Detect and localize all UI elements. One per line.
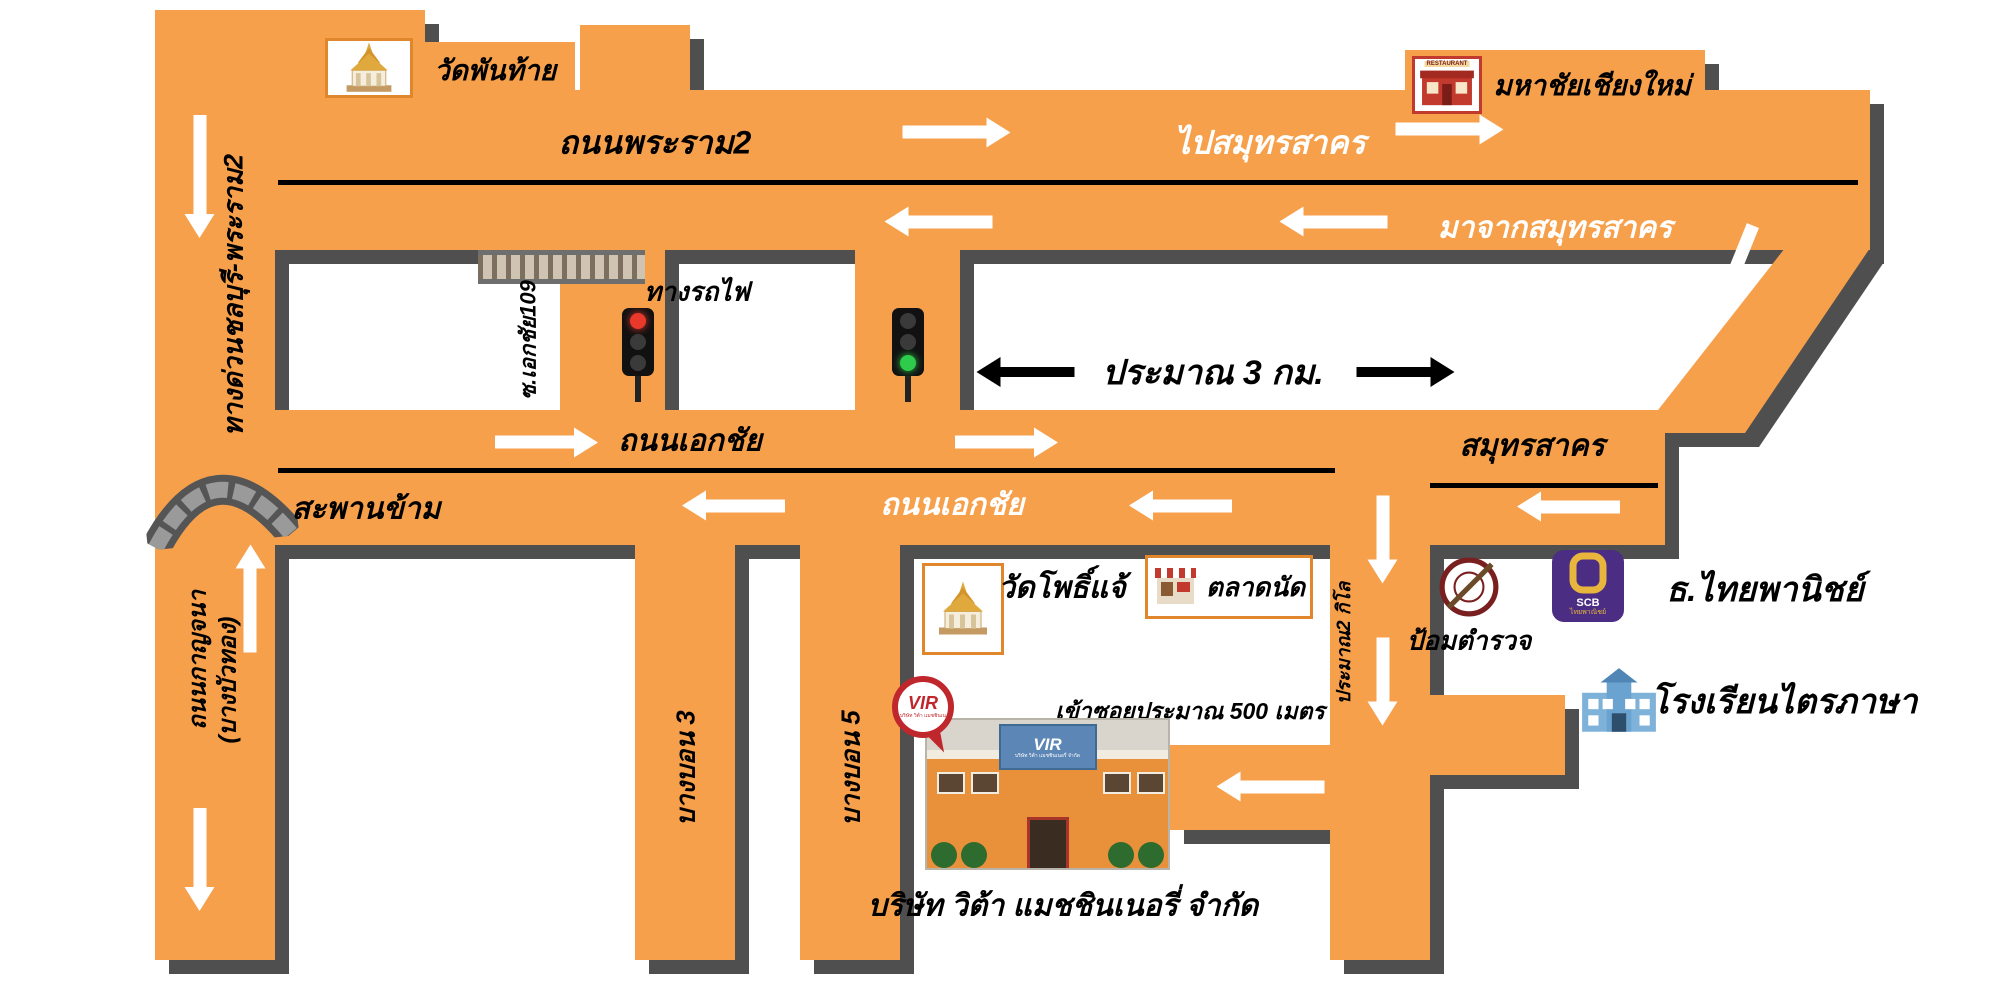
arrow-west-ekachai-2 — [1152, 499, 1232, 513]
label-bangbon3: บางบอน 3 — [670, 710, 701, 826]
traffic-light-green-icon — [892, 308, 924, 402]
arrow-west-company-access — [1239, 780, 1325, 794]
bridge-icon — [142, 474, 300, 551]
building-window — [1103, 772, 1131, 794]
label-expressway: ทางด่วนชลบุรี-พระราม2 — [218, 153, 249, 437]
label-scb-bank: ธ.ไทยพานิชย์ — [1666, 571, 1864, 609]
arrow-west-rama2-2 — [1302, 215, 1388, 229]
label-ekachai-lower: ถนนเอกชัย — [880, 488, 1024, 522]
road-branch-school — [1430, 695, 1565, 775]
building-window — [1137, 772, 1165, 794]
tree-icon — [1138, 842, 1164, 868]
label-police: ป้อมตำรวจ — [1406, 625, 1532, 656]
road-bangbon5 — [800, 545, 900, 960]
tree-icon — [961, 842, 987, 868]
road-stub-top — [580, 25, 690, 95]
building-window — [971, 772, 999, 794]
railway-crossing-icon — [478, 250, 645, 284]
wat-phanthai-icon — [325, 38, 413, 98]
label-railway: ทางรถไฟ — [644, 276, 750, 307]
label-soi-ekachai-109: ซ.เอกชัย109 — [515, 280, 541, 400]
building-door — [1026, 817, 1069, 868]
label-wat-phochae: วัดโพธิ์แจ้ — [998, 571, 1126, 605]
label-company-caption: บริษัท วิต้า แมชชินเนอรี่ จำกัด — [867, 889, 1259, 923]
scb-logo: SCB ไทยพาณิชย์ — [1552, 550, 1624, 622]
market-icon — [1155, 568, 1197, 604]
scb-logo-subtext: ไทยพาณิชย์ — [1569, 609, 1607, 616]
label-from-samutsakhon: มาจากสมุทรสาคร — [1437, 211, 1673, 245]
arrow-west-ekachai-1 — [705, 499, 785, 513]
arrow-west-rama2-1 — [907, 215, 993, 229]
traffic-light-red-icon — [622, 308, 654, 402]
arrow-east-ekachai-1 — [495, 435, 575, 449]
company-building-photo: VIR บริษัท วิต้า แมชชินเนอรี่ จำกัด — [925, 718, 1170, 870]
label-bangbon5: บางบอน 5 — [835, 710, 866, 826]
label-mahachai-chiangmai: มหาชัยเชียงใหม่ — [1493, 70, 1691, 101]
label-school: โรงเรียนไตรภาษา — [1650, 683, 1918, 721]
road-bangbon3 — [635, 545, 735, 960]
label-box-wat-phanthai — [420, 42, 575, 94]
arrow-west-3km — [999, 367, 1075, 377]
label-kanchana-sub: (บางบัวทอง) — [214, 616, 242, 744]
label-approx-3km: ประมาณ 3 กม. — [1102, 354, 1324, 392]
lane-divider-ekachai-right — [1430, 483, 1658, 488]
arrow-east-rama2-1 — [902, 125, 988, 139]
building-window — [937, 772, 965, 794]
road-ekachai — [155, 410, 1665, 545]
arrow-south-soi-2 — [1376, 637, 1390, 703]
arrow-south-kanchana — [193, 808, 207, 888]
road-rama2 — [155, 90, 1870, 250]
restaurant-icon: RESTAURANT — [1412, 56, 1482, 114]
arrow-east-ekachai-2 — [955, 435, 1035, 449]
label-bridge: สะพานข้าม — [291, 492, 441, 526]
arrow-west-ekachai-3 — [1540, 500, 1620, 514]
label-samutsakhon: สมุทรสาคร — [1459, 429, 1605, 463]
vir-pin-subtext: บริษัท วิต้า แมชชินเนอรี่ จำกัด — [900, 713, 946, 719]
arrow-south-soi-1 — [1376, 495, 1390, 561]
label-wat-phanthai: วัดพันท้าย — [433, 55, 557, 86]
scb-logo-text: SCB — [1576, 597, 1600, 609]
building-sign-brand: VIR — [1033, 734, 1062, 754]
label-approx-2km: ประมาณ2 กิโล — [1334, 581, 1355, 705]
tree-icon — [1108, 842, 1134, 868]
arrow-south-expressway-top — [193, 115, 207, 215]
tree-icon — [931, 842, 957, 868]
label-ekachai-upper: ถนนเอกชัย — [618, 424, 762, 458]
market-label: ตลาดนัด — [1206, 571, 1305, 602]
lane-divider-ekachai — [278, 468, 1335, 473]
vir-pin: VIR บริษัท วิต้า แมชชินเนอรี่ จำกัด — [892, 676, 954, 738]
restaurant-banner: RESTAURANT — [1424, 61, 1470, 67]
police-emblem-icon — [1439, 557, 1499, 617]
vir-pin-brand: VIR — [907, 693, 938, 713]
label-to-samutsakhon: ไปสมุทรสาคร — [1174, 124, 1366, 161]
market-box: ตลาดนัด — [1145, 555, 1313, 619]
label-rama2: ถนนพระราม2 — [558, 124, 752, 161]
school-icon — [1582, 668, 1656, 732]
building-sign: VIR บริษัท วิต้า แมชชินเนอรี่ จำกัด — [998, 724, 1097, 770]
arrow-east-rama2-2 — [1395, 122, 1481, 136]
building-sign-line1: บริษัท วิต้า แมชชินเนอรี่ จำกัด — [1014, 752, 1081, 759]
arrow-east-3km — [1356, 367, 1432, 377]
wat-phochae-icon — [922, 563, 1004, 655]
lane-divider-rama2 — [278, 180, 1858, 185]
